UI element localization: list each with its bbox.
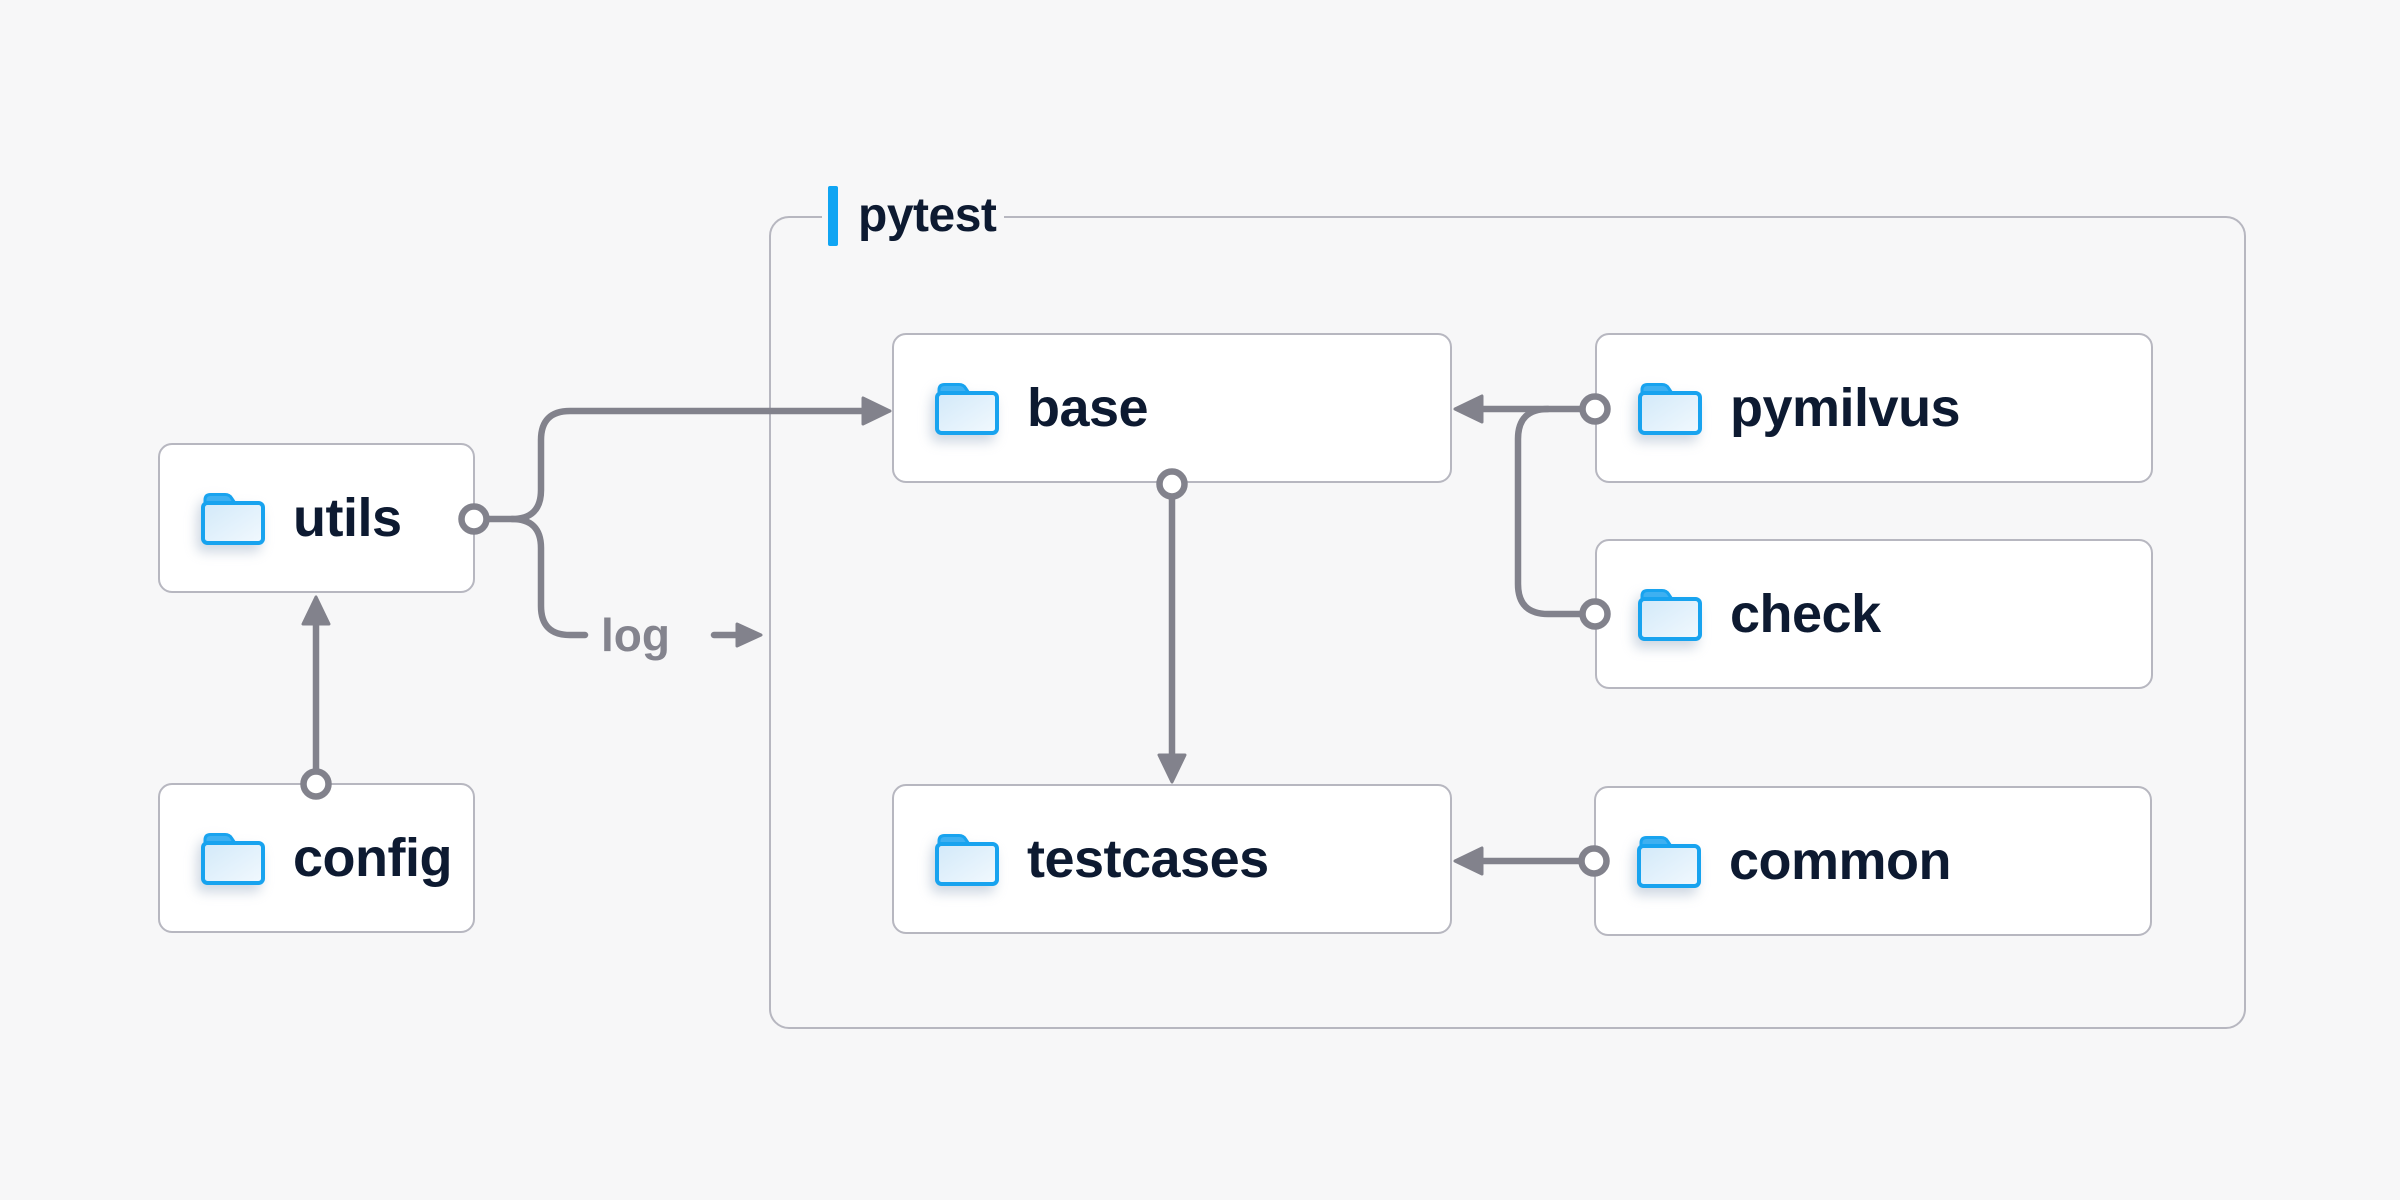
pytest-group-border — [769, 216, 2246, 1029]
arrowhead-log — [735, 622, 763, 648]
node-base: base — [892, 333, 1452, 483]
node-check: check — [1595, 539, 2153, 689]
node-utils: utils — [158, 443, 475, 593]
folder-icon — [935, 833, 999, 886]
accent-bar — [828, 186, 838, 246]
folder-icon — [201, 492, 265, 545]
folder-icon — [1638, 382, 1702, 435]
node-label: pymilvus — [1730, 378, 1961, 438]
pytest-group-label: pytest — [822, 185, 1005, 247]
node-label: check — [1730, 584, 1881, 644]
folder-icon — [1638, 588, 1702, 641]
node-config: config — [158, 783, 475, 933]
folder-icon — [935, 382, 999, 435]
node-common: common — [1594, 786, 2152, 936]
arrowhead-into-utils — [301, 595, 331, 626]
node-label: utils — [293, 488, 402, 548]
folder-icon — [1637, 835, 1701, 888]
folder-icon — [201, 832, 265, 885]
node-pymilvus: pymilvus — [1595, 333, 2153, 483]
node-label: base — [1027, 378, 1149, 438]
node-label: common — [1729, 831, 1952, 891]
edge-utils-to-log — [508, 515, 589, 639]
node-label: testcases — [1027, 829, 1269, 889]
group-title: pytest — [858, 189, 997, 242]
node-label: config — [293, 828, 452, 888]
node-testcases: testcases — [892, 784, 1452, 934]
edge-label-log: log — [601, 609, 670, 661]
